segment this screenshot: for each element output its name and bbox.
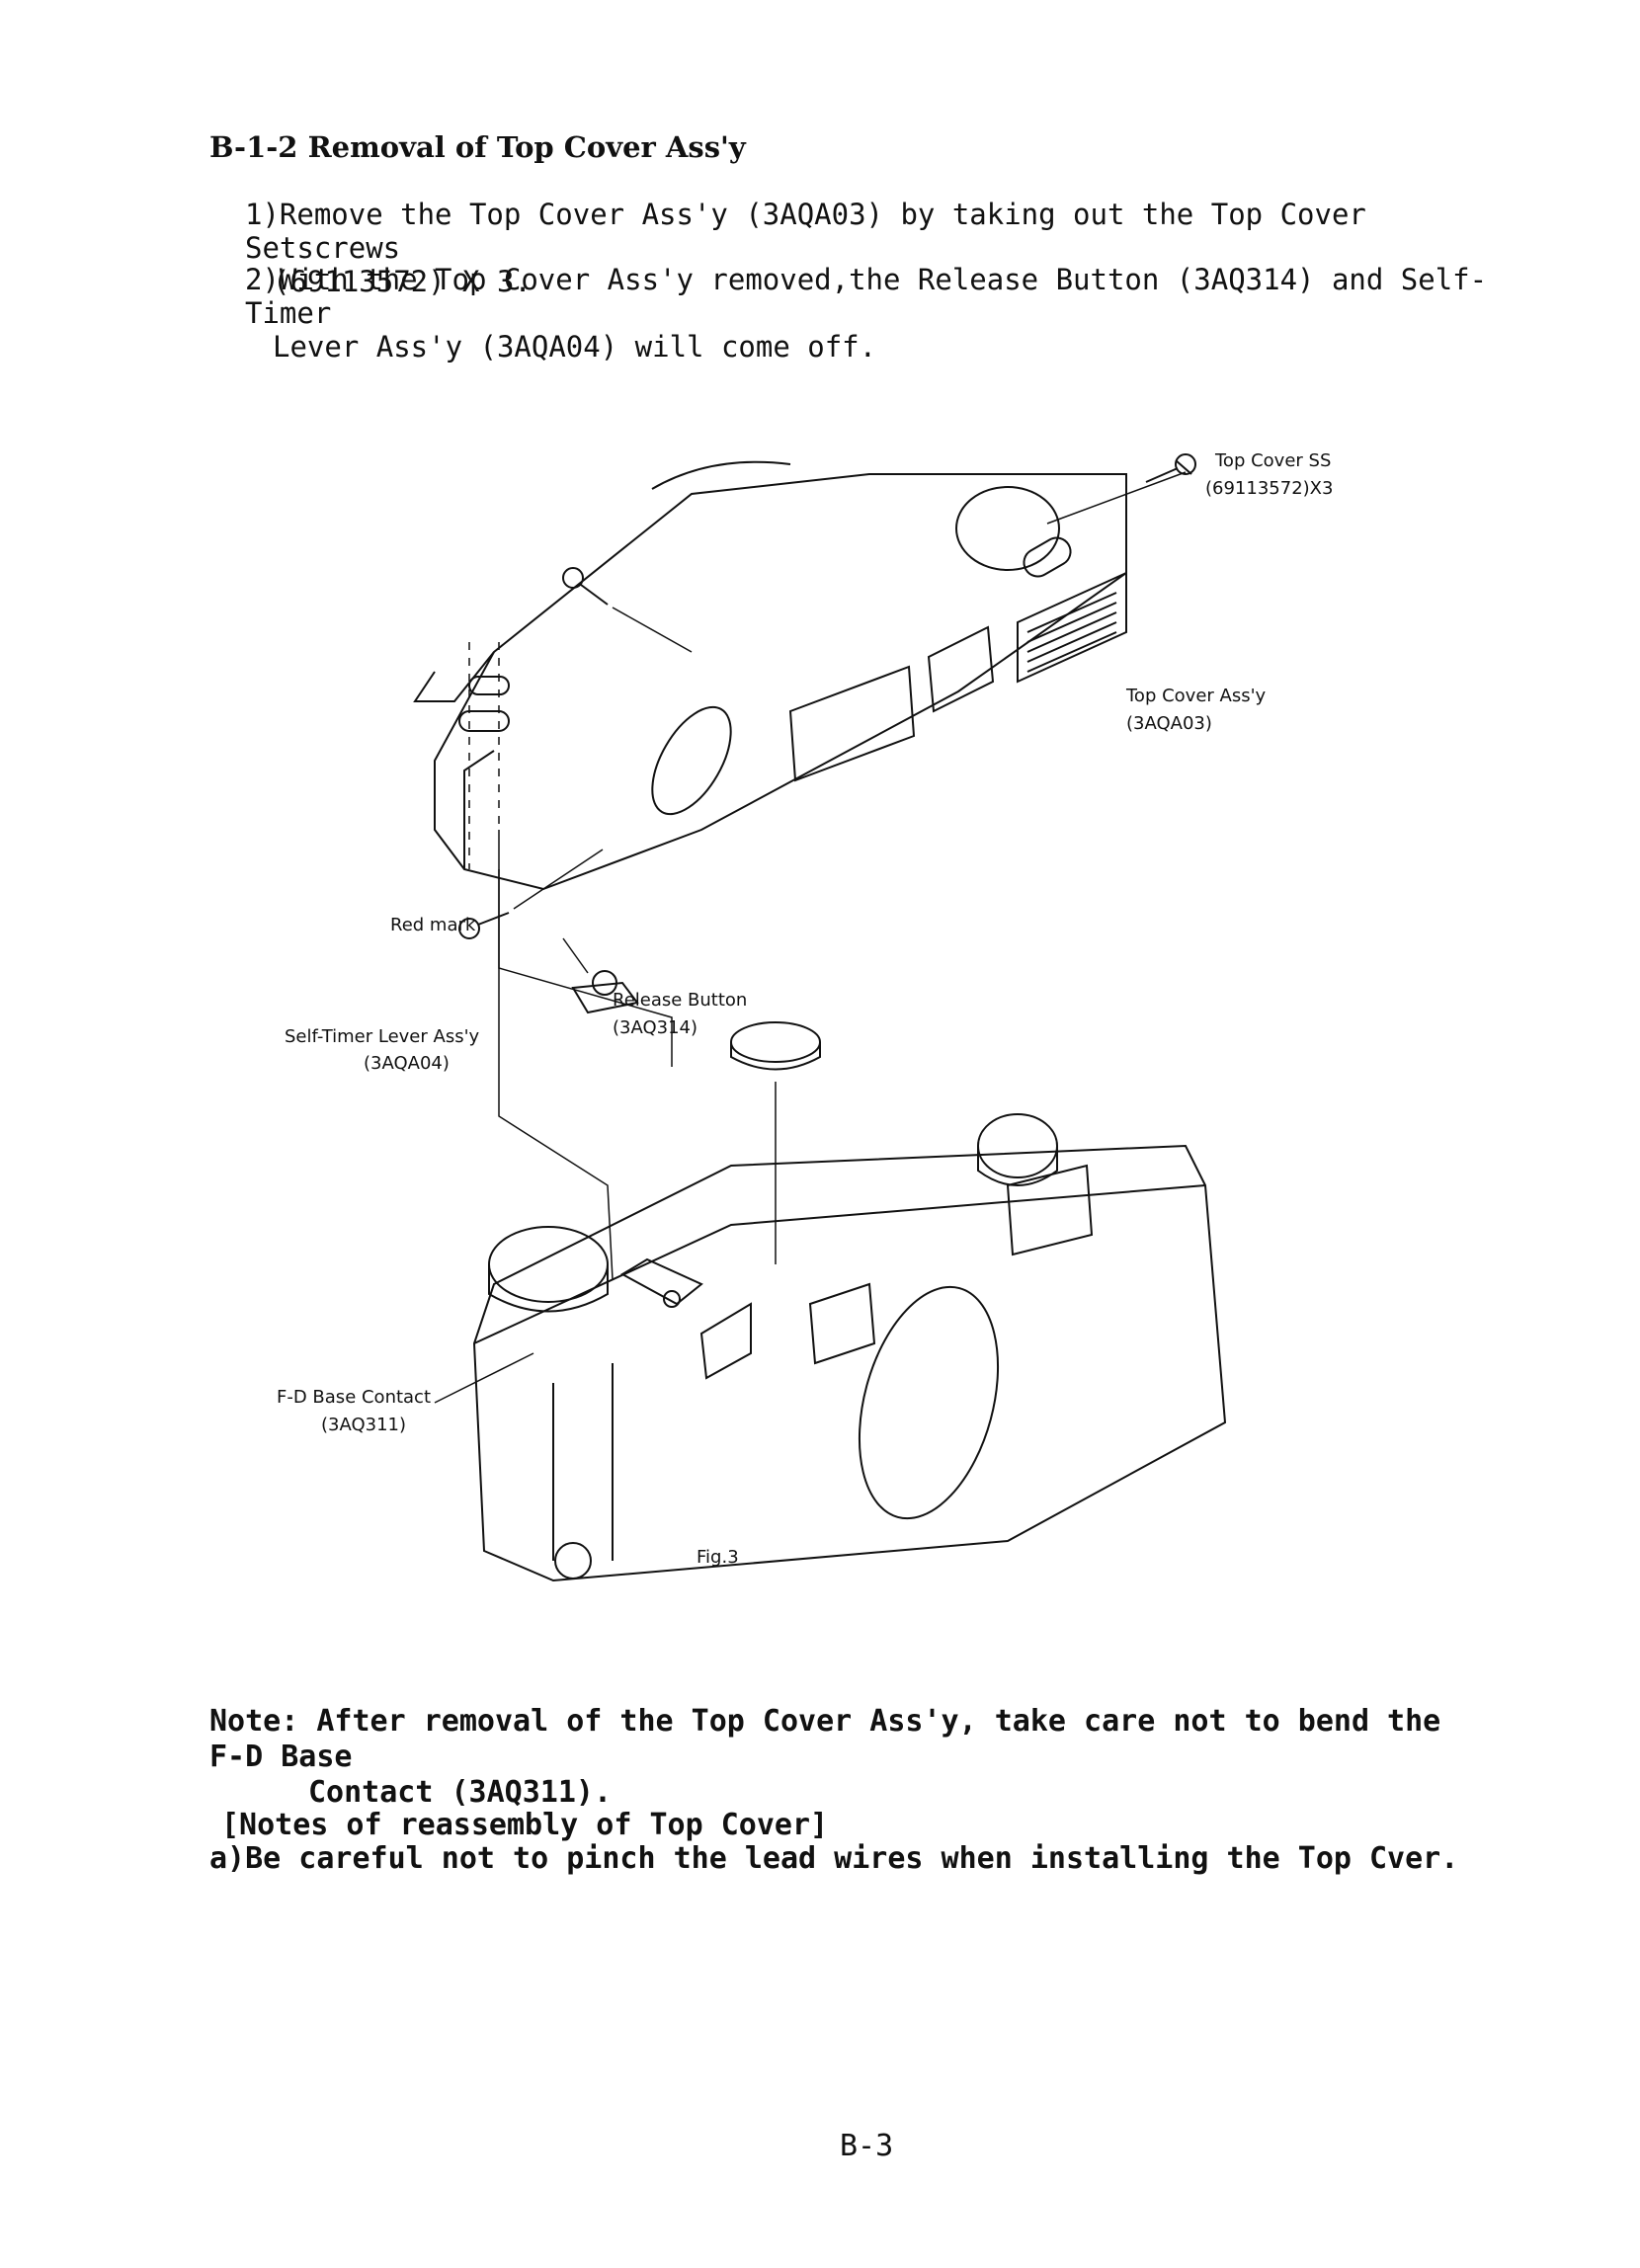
label-release-button-code: (3AQ314)	[613, 1017, 697, 1038]
step-2-line-1: 2)With the Top Cover Ass'y removed,the R…	[245, 263, 1488, 330]
label-fd-base-code: (3AQ311)	[321, 1415, 406, 1435]
step-2-line-2: Lever Ass'y (3AQA04) will come off.	[273, 330, 877, 364]
note: Note: After removal of the Top Cover Ass…	[209, 1704, 1494, 1811]
reassembly-title: [Notes of reassembly of Top Cover]	[221, 1808, 829, 1842]
label-self-timer-code: (3AQA04)	[364, 1053, 450, 1074]
screw-top-right	[1145, 453, 1196, 483]
release-button-drawing	[730, 1021, 821, 1071]
label-top-cover-ss: Top Cover SS	[1214, 450, 1331, 471]
label-top-cover-assy: Top Cover Ass'y	[1125, 686, 1267, 706]
reassembly-item-a: a)Be careful not to pinch the lead wires…	[209, 1841, 1459, 1876]
note-line-2: Contact (3AQ311).	[308, 1775, 613, 1810]
label-self-timer: Self-Timer Lever Ass'y	[285, 1026, 480, 1047]
screw-top-left	[562, 567, 609, 606]
step-1: 1)Remove the Top Cover Ass'y (3AQA03) by…	[245, 198, 1490, 298]
step-1-line-1: 1)Remove the Top Cover Ass'y (3AQA03) by…	[245, 198, 1366, 265]
camera-body-drawing	[434, 1113, 1227, 1582]
label-fd-base: F-D Base Contact	[277, 1387, 431, 1408]
section-heading: B-1-2 Removal of Top Cover Ass'y	[209, 130, 746, 164]
step-1-line-2: (69113572) X 3.	[273, 265, 532, 298]
top-cover-drawing	[413, 460, 1127, 891]
exploded-view-figure: Top Cover SS (69113572)X3 Top Cover Ass'…	[277, 450, 1333, 1582]
note-line-1: Note: After removal of the Top Cover Ass…	[209, 1704, 1441, 1774]
page-number: B-3	[840, 2129, 894, 2163]
label-top-cover-ss-code: (69113572)X3	[1205, 478, 1333, 499]
step-2: 2)With the Top Cover Ass'y removed,the R…	[245, 263, 1490, 364]
label-release-button: Release Button	[613, 990, 747, 1011]
screw-left	[458, 912, 510, 939]
label-red-mark: Red mark	[390, 915, 476, 935]
figure-caption: Fig.3	[697, 1547, 739, 1568]
label-top-cover-assy-code: (3AQA03)	[1126, 713, 1212, 734]
self-timer-lever-drawing	[562, 937, 639, 1014]
